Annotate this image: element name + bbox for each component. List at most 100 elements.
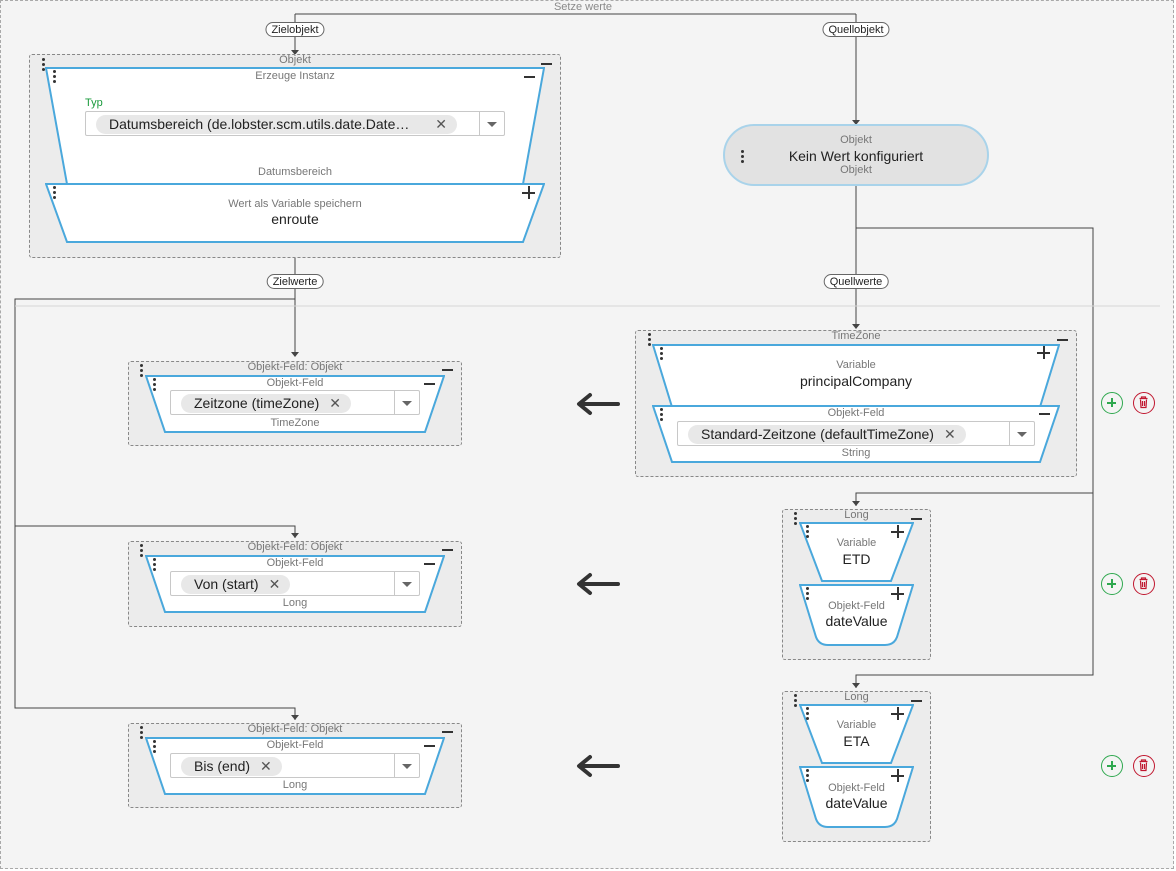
zielobjekt-pill: Zielobjekt: [265, 22, 325, 37]
typ-chip: Datumsbereich (de.lobster.scm.utils.date…: [96, 115, 457, 134]
source-object-node[interactable]: Objekt Kein Wert konfiguriert Objekt: [723, 124, 989, 186]
target-field-select-3[interactable]: Bis (end)✕: [170, 753, 420, 778]
source-field-label: Objekt-Feld: [828, 600, 885, 612]
target-field-chip: Bis (end)✕: [181, 757, 282, 776]
delete-mapping-button[interactable]: [1133, 755, 1155, 777]
minus-icon[interactable]: [424, 745, 435, 747]
minus-icon[interactable]: [1039, 413, 1050, 415]
arrow-left-icon: [577, 393, 620, 415]
target-field-title: Objekt-Feld: [266, 739, 324, 751]
quellwerte-pill: Quellwerte: [823, 274, 889, 289]
source-variable-value[interactable]: ETA: [843, 733, 870, 749]
plus-icon[interactable]: [1037, 346, 1050, 359]
target-field-select-2[interactable]: Von (start) ✕: [170, 571, 420, 596]
typ-label: Typ: [85, 97, 103, 109]
caret-down-icon[interactable]: [479, 112, 504, 135]
source-group-title: Long: [844, 509, 869, 521]
zielwerte-pill: Zielwerte: [266, 274, 324, 289]
minus-icon[interactable]: [911, 700, 922, 702]
caret-down-icon[interactable]: [394, 572, 419, 595]
minus-icon[interactable]: [424, 563, 435, 565]
minus-icon[interactable]: [524, 76, 535, 78]
trash-icon: [1139, 396, 1148, 409]
target-field-group-title: Objekt-Feld: Objekt: [247, 723, 343, 735]
vertical-dots-icon[interactable]: [153, 558, 156, 573]
plus-icon[interactable]: [891, 587, 904, 600]
arrow-left-icon: [577, 755, 620, 777]
minus-icon[interactable]: [541, 63, 552, 65]
save-variable-value[interactable]: enroute: [271, 211, 319, 227]
vertical-dots-icon[interactable]: [806, 707, 809, 722]
vertical-dots-icon[interactable]: [53, 186, 56, 201]
source-variable-value[interactable]: ETD: [842, 551, 871, 567]
vertical-dots-icon[interactable]: [660, 347, 663, 362]
source-field-chip-label: Standard-Zeitzone (defaultTimeZone): [701, 426, 934, 442]
minus-icon[interactable]: [424, 383, 435, 385]
target-field-type: Long: [282, 779, 308, 791]
delete-mapping-button[interactable]: [1133, 573, 1155, 595]
save-variable-block: Wert als Variable speichern enroute: [45, 182, 545, 244]
x-icon[interactable]: ✕: [329, 395, 342, 411]
caret-down-icon[interactable]: [394, 391, 419, 414]
vertical-dots-icon[interactable]: [53, 70, 56, 85]
source-variable-block-3: Variable ETA: [799, 703, 914, 765]
plus-icon[interactable]: [891, 525, 904, 538]
vertical-dots-icon[interactable]: [794, 512, 797, 527]
save-variable-label: Wert als Variable speichern: [228, 198, 362, 210]
target-field-chip-label: Zeitzone (timeZone): [194, 395, 320, 411]
target-object-group-title: Objekt: [279, 54, 311, 66]
source-variable-label: Variable: [836, 719, 877, 731]
source-variable-value[interactable]: principalCompany: [799, 373, 913, 389]
trash-icon: [1139, 759, 1148, 772]
vertical-dots-icon[interactable]: [806, 587, 809, 602]
caret-down-icon[interactable]: [394, 754, 419, 777]
add-mapping-button[interactable]: [1101, 755, 1123, 777]
vertical-dots-icon[interactable]: [153, 740, 156, 755]
typ-chip-label: Datumsbereich (de.lobster.scm.utils.date…: [109, 116, 410, 132]
x-icon[interactable]: ✕: [260, 758, 272, 774]
source-field-select-1[interactable]: Standard-Zeitzone (defaultTimeZone) ✕: [677, 421, 1035, 446]
plus-icon[interactable]: [891, 707, 904, 720]
vertical-dots-icon[interactable]: [140, 726, 143, 741]
target-field-type: TimeZone: [270, 417, 320, 429]
minus-icon[interactable]: [442, 549, 453, 551]
source-variable-label: Variable: [836, 537, 877, 549]
plus-icon[interactable]: [891, 769, 904, 782]
source-object-value: Kein Wert konfiguriert: [788, 148, 924, 164]
add-mapping-button[interactable]: [1101, 392, 1123, 414]
x-icon[interactable]: ✕: [268, 576, 281, 592]
vertical-dots-icon[interactable]: [660, 408, 663, 423]
source-field-block-3: Objekt-Feld dateValue: [799, 765, 914, 829]
vertical-dots-icon[interactable]: [806, 525, 809, 540]
typ-select[interactable]: Datumsbereich (de.lobster.scm.utils.date…: [85, 111, 505, 136]
vertical-dots-icon[interactable]: [153, 378, 156, 393]
minus-icon[interactable]: [911, 518, 922, 520]
plus-icon[interactable]: [522, 186, 535, 199]
source-variable-block-1: Variable principalCompany: [652, 343, 1060, 409]
vertical-dots-icon[interactable]: [794, 694, 797, 709]
source-field-block-2: Objekt-Feld dateValue: [799, 583, 914, 647]
source-field-value[interactable]: dateValue: [825, 613, 888, 629]
vertical-dots-icon[interactable]: [806, 769, 809, 784]
target-field-chip-label: Von (start): [194, 576, 259, 592]
datumsbereich-label: Datumsbereich: [258, 166, 332, 178]
add-mapping-button[interactable]: [1101, 573, 1123, 595]
vertical-dots-icon[interactable]: [42, 58, 45, 73]
vertical-dots-icon[interactable]: [741, 150, 744, 165]
minus-icon[interactable]: [442, 731, 453, 733]
minus-icon[interactable]: [1057, 339, 1068, 341]
source-object-bottom-label: Objekt: [840, 164, 872, 176]
minus-icon[interactable]: [442, 369, 453, 371]
target-field-select-1[interactable]: Zeitzone (timeZone) ✕: [170, 390, 420, 415]
target-field-chip: Von (start) ✕: [181, 575, 291, 594]
vertical-dots-icon[interactable]: [140, 544, 143, 559]
target-field-chip: Zeitzone (timeZone) ✕: [181, 394, 352, 413]
source-field-value[interactable]: dateValue: [825, 795, 888, 811]
caret-down-icon[interactable]: [1009, 422, 1034, 445]
vertical-dots-icon[interactable]: [648, 333, 651, 348]
source-group-title: TimeZone: [831, 330, 881, 342]
vertical-dots-icon[interactable]: [140, 364, 143, 379]
x-icon[interactable]: ✕: [435, 116, 447, 132]
delete-mapping-button[interactable]: [1133, 392, 1155, 414]
x-icon[interactable]: ✕: [943, 426, 956, 442]
